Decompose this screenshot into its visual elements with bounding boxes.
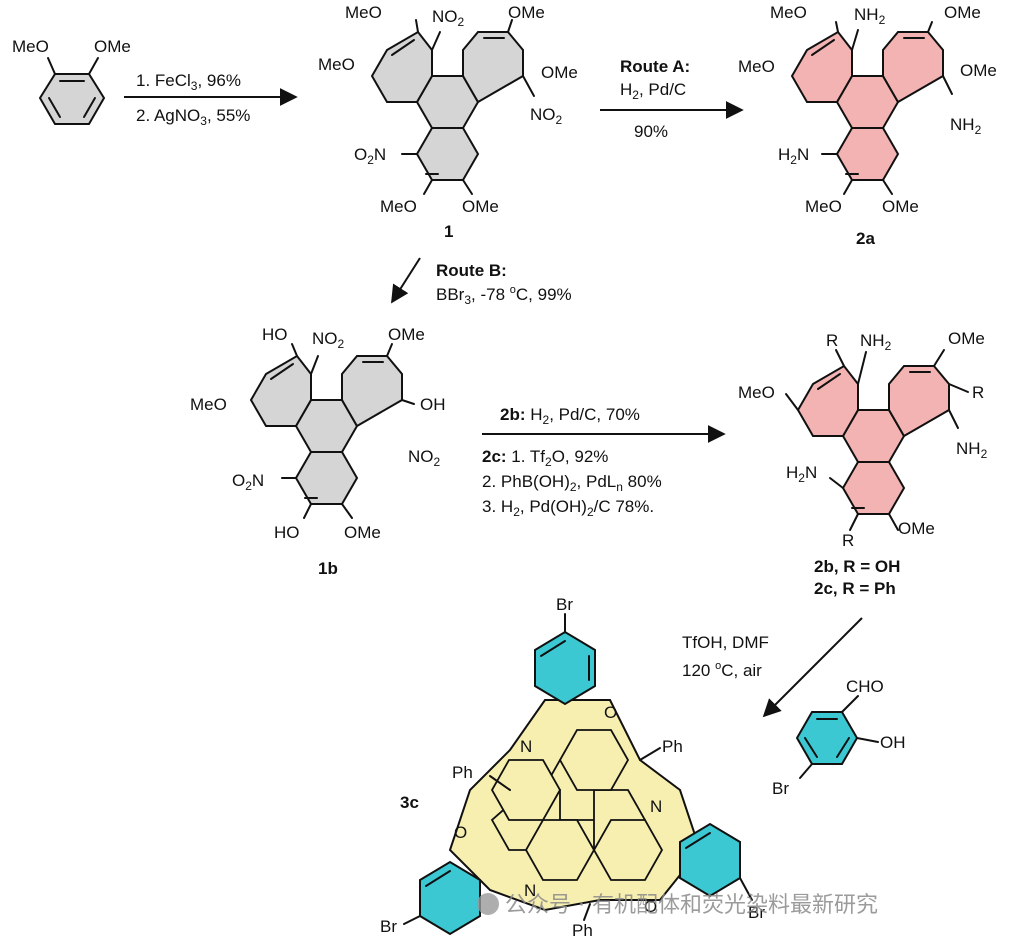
aldehyde-oh: OH [880,733,906,752]
cmpd1-ring-bottom [415,127,480,181]
step2-2c-condition-3: 3. H2, Pd(OH)2/C 78%. [482,497,654,519]
cmpd1-ring-top-right [462,31,524,104]
cmpd3c-ring-bottom-left [419,860,481,936]
cmpd3c-ring-top [534,630,596,706]
cmpd1b-oh: OH [420,395,446,414]
cmpd3c-ph-l: Ph [452,763,473,782]
cmpd2a-r-nh2: NH2 [950,115,982,137]
cmpd2a-tl-nh2: NH2 [854,5,886,27]
compound-2a-structure: MeO NH2 OMe MeO OMe NH2 H2N MeO OMe [738,3,997,216]
compound-3c-structure: Br O N Ph Ph N O N O Ph Br Br [380,595,765,940]
step3-condition-1: TfOH, DMF [682,633,769,652]
cmpd1b-ho: HO [262,325,288,344]
compound-1b-label: 1b [318,559,338,578]
cmpd2a-r-ome: OMe [960,61,997,80]
cmpd1-tr-ome: OMe [508,3,545,22]
cmpd2bc-l-nh2: H2N [786,463,817,485]
cmpd2a-tr-ome: OMe [944,3,981,22]
cmpd1-ring-top-left [370,30,433,103]
cmpd1b-l-no2: O2N [232,471,264,493]
wechat-icon [477,893,499,915]
cmpd2bc-ome2: OMe [898,519,935,538]
aldehyde-cho: CHO [846,677,884,696]
cmpd3c-ph-tr: Ph [662,737,683,756]
step2-2b-condition: 2b: H2, Pd/C, 70% [500,405,640,427]
compound-2b-label: 2b, R = OH [814,557,900,576]
cmpd2bc-r1: R [826,331,838,350]
cmpd1-br-ome: OMe [462,197,499,216]
cmpd1-tl-meo: MeO [345,3,382,22]
cmpd1b-meo: MeO [190,395,227,414]
route-a-title: Route A: [620,57,690,76]
cmpd1b-br-ome: OMe [344,523,381,542]
cmpd2bc-r-nh2: NH2 [956,439,988,461]
cmpd1b-no2: NO2 [312,329,345,351]
compound-1-structure: MeO NO2 OMe MeO OMe NO2 O2N MeO OMe [318,3,578,216]
watermark-text: 公众号 · 有机配体和荧光染料最新研究 [505,893,878,918]
cmpd3c-o-top: O [604,703,617,722]
cmpd1-r-no2: NO2 [530,105,563,127]
compound-1-label: 1 [444,222,453,241]
cmpd2bc-nh2: NH2 [860,331,892,353]
cmpd2bc-r3: R [842,531,854,550]
aldehyde-br: Br [772,779,789,798]
cmpd2bc-r2: R [972,383,984,402]
cmpd3c-n-b: N [524,881,536,900]
cmpd1-l-no2: O2N [354,145,386,167]
cmpd1-r-ome: OMe [541,63,578,82]
veratrole-ome: OMe [94,37,131,56]
veratrole-meo: MeO [12,37,49,56]
cmpd2a-l-meo: MeO [738,57,775,76]
cmpd2bc-ome: OMe [948,329,985,348]
cmpd1b-ome: OMe [388,325,425,344]
cmpd2a-tl-meo: MeO [770,3,807,22]
compound-3c-label: 3c [400,793,419,812]
compound-1b-structure: HO NO2 OMe MeO OH NO2 O2N HO OMe [190,325,446,542]
step2-2c-condition-2: 2. PhB(OH)2, PdLn 80% [482,472,662,494]
cmpd1-tl-no2: NO2 [432,7,465,29]
cmpd3c-o-b: O [644,897,657,916]
cmpd3c-br-br: Br [748,903,765,922]
cmpd1b-r-no2: NO2 [408,447,441,469]
step3-condition-2: 120 oC, air [682,660,762,680]
route-b-title: Route B: [436,261,507,280]
cmpd2a-br-ome: OMe [882,197,919,216]
compound-2c-label: 2c, R = Ph [814,579,896,598]
cmpd2a-l-nh2: H2N [778,145,809,167]
route-b-reagent: BBr3, -78 oC, 99% [436,284,572,307]
cmpd3c-ph-b: Ph [572,921,593,940]
cmpd1-l-meo: MeO [318,55,355,74]
step2-2c-condition-1: 2c: 1. Tf2O, 92% [482,447,608,469]
route-a-yield: 90% [634,122,668,141]
cmpd3c-br-bl: Br [380,917,397,936]
compound-2bc-structure: R NH2 OMe MeO R NH2 H2N R OMe [738,329,988,550]
cmpd1-bl-meo: MeO [380,197,417,216]
step3-arrow [762,617,863,718]
watermark: 公众号 · 有机配体和荧光染料最新研究 [477,893,878,918]
route-b-arrow [391,257,421,304]
bromo-salicylaldehyde-structure: CHO OH Br [772,677,906,798]
route-a-reagent: H2, Pd/C [620,80,686,102]
cmpd3c-br-top: Br [556,595,573,614]
compound-2a-label: 2a [856,229,875,248]
cmpd3c-n-top: N [520,737,532,756]
veratrole-structure: MeO OMe [12,37,131,125]
step1-condition-1: 1. FeCl3, 96% [136,71,241,93]
cmpd2a-bl-meo: MeO [805,197,842,216]
step1-condition-2: 2. AgNO3, 55% [136,106,250,128]
cmpd2bc-meo: MeO [738,383,775,402]
cmpd3c-o-l: O [454,823,467,842]
cmpd1b-bl-ho: HO [274,523,300,542]
cmpd3c-n-r: N [650,797,662,816]
